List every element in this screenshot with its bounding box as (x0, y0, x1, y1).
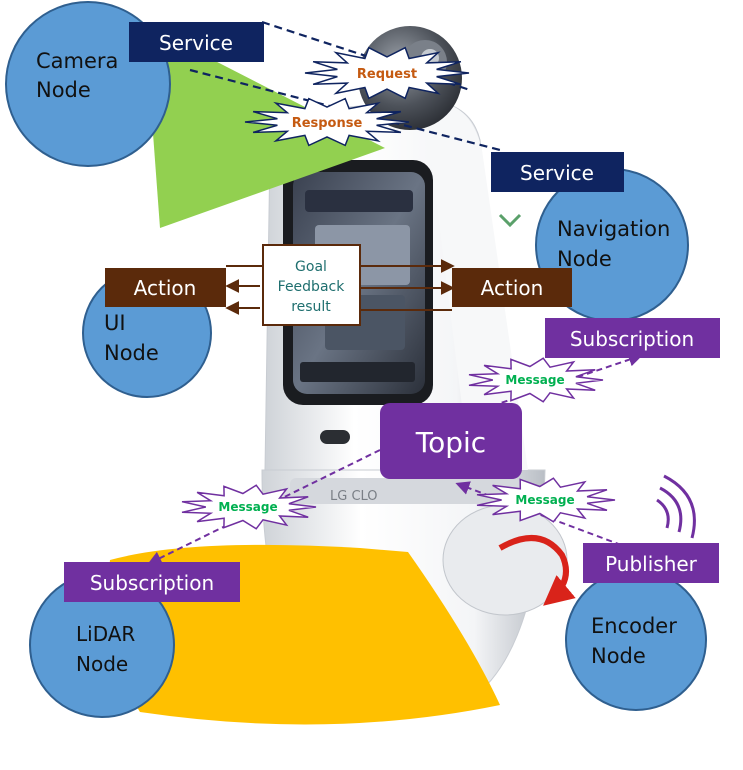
robot-brand-mark: LG CLO (330, 489, 378, 504)
lidar-node[interactable]: LiDAR Node (29, 572, 175, 718)
action-arrows (225, 259, 455, 315)
lidar-node-label-line1: LiDAR (76, 622, 135, 646)
request-burst: Request (304, 46, 470, 100)
navigation-node[interactable]: Navigation Node (535, 168, 689, 322)
message-burst-right: Message (476, 477, 616, 523)
response-text: Response (292, 116, 363, 131)
ui-action-label: Action (134, 276, 197, 300)
action-result-text: result (291, 299, 331, 315)
navigation-subscription-label: Subscription (570, 327, 694, 351)
action-feedback-text: Feedback (278, 279, 346, 295)
navigation-action-label: Action (481, 276, 544, 300)
navigation-action-tag[interactable]: Action (452, 268, 572, 307)
action-goal-text: Goal (295, 259, 327, 275)
camera-node-label-line1: Camera (36, 49, 118, 73)
encoder-node[interactable]: Encoder Node (565, 569, 707, 711)
navigation-subscription-tag[interactable]: Subscription (545, 318, 720, 358)
navigation-service-label: Service (520, 161, 594, 185)
message-burst-left: Message (181, 484, 317, 530)
message-burst-top: Message (468, 357, 604, 403)
lidar-subscription-tag[interactable]: Subscription (64, 562, 240, 602)
camera-node-label-line2: Node (36, 78, 91, 102)
navigation-service-tag[interactable]: Service (491, 152, 624, 192)
encoder-node-label-line1: Encoder (591, 614, 677, 638)
message-right-text: Message (515, 493, 574, 507)
encoder-publisher-tag[interactable]: Publisher (583, 543, 719, 583)
ui-node-label-line1: UI (104, 311, 126, 335)
response-burst: Response (244, 97, 410, 147)
message-left-text: Message (218, 500, 277, 514)
message-top-text: Message (505, 373, 564, 387)
encoder-rotation-arrow (498, 535, 576, 606)
wireless-signal-icon (656, 474, 696, 539)
lidar-node-label-line2: Node (76, 652, 128, 676)
encoder-publisher-label: Publisher (605, 552, 698, 576)
camera-service-tag[interactable]: Service (129, 22, 264, 62)
navigation-node-label-line2: Node (557, 247, 612, 271)
encoder-node-label-line2: Node (591, 644, 646, 668)
ui-node-label-line2: Node (104, 341, 159, 365)
topic-label: Topic (415, 426, 486, 459)
navigation-node-label-line1: Navigation (557, 217, 670, 241)
lidar-subscription-label: Subscription (90, 571, 214, 595)
camera-service-label: Service (159, 31, 233, 55)
ui-action-tag[interactable]: Action (105, 268, 226, 307)
camera-field-of-view (145, 25, 385, 228)
action-message-box: Goal Feedback result (262, 244, 361, 326)
topic-box[interactable]: Topic (380, 403, 522, 479)
request-text: Request (357, 67, 417, 82)
topic-to-subscription-bottom-line (147, 449, 381, 565)
